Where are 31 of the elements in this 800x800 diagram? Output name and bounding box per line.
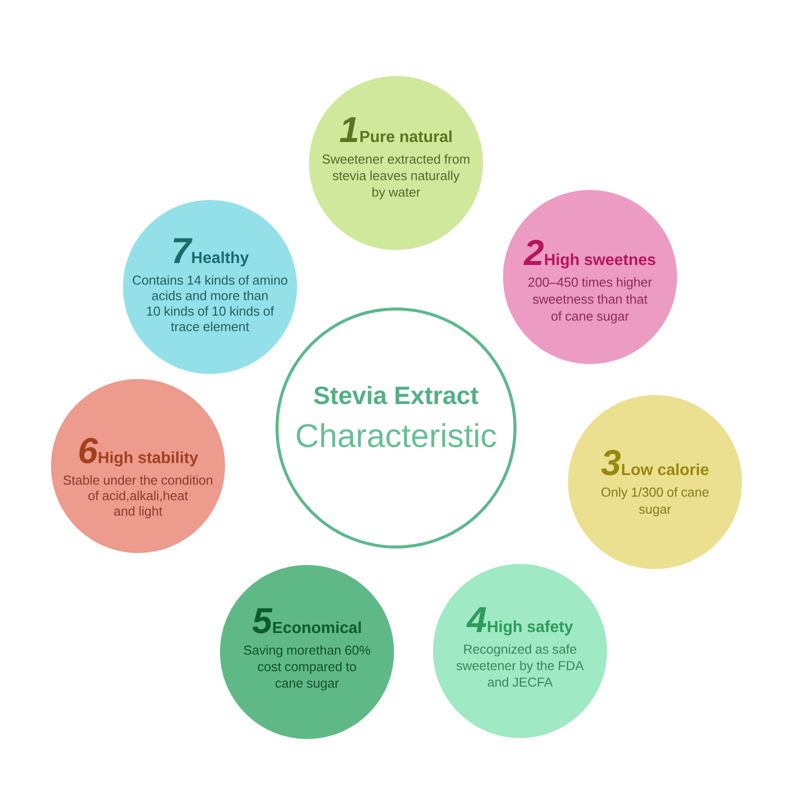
feature-circle: [433, 564, 607, 738]
feature-title: Healthy: [192, 251, 249, 266]
feature-number: 2: [523, 240, 544, 265]
center-circle: [276, 308, 516, 548]
feature-number: 3: [601, 450, 621, 476]
feature-description: Contains 14 kinds of amino acids and more than 10 kinds of 10 kinds of trace element: [132, 275, 288, 332]
feature-title: Low calorie: [622, 463, 708, 476]
feature-circle: [220, 565, 394, 739]
feature-description: Stable under the condition of acid,alkali,heat and light: [63, 475, 212, 518]
feature-circle: [503, 190, 677, 364]
feature-description: Recognized as safe sweetener by the FDA and JECFA: [456, 644, 584, 687]
feature-title: Pure natural: [360, 130, 452, 142]
feature-number: 5: [252, 608, 273, 634]
feature-description: Saving morethan 60% cost compared to cane sugar: [244, 645, 370, 690]
center-subtitle: Characteristic: [296, 423, 496, 448]
feature-circle: [568, 395, 742, 569]
feature-number: 4: [466, 607, 486, 632]
feature-circle: [123, 200, 297, 374]
feature-number: 1: [340, 117, 358, 142]
feature-description: 200–450 times higher sweetness than that of cane sugar: [528, 277, 652, 324]
feature-title: High safety: [488, 620, 574, 636]
feature-circle: [51, 379, 225, 553]
center-title: Stevia Extract: [314, 386, 478, 404]
feature-number: 6: [79, 438, 98, 464]
feature-description: Sweetener extracted from stevia leaves naturally by water: [322, 154, 470, 200]
feature-number: 7: [174, 238, 193, 263]
feature-title: High stability: [98, 451, 198, 466]
feature-description: Only 1/300 of cane sugar: [601, 487, 709, 516]
feature-title: High sweetnes: [545, 253, 656, 268]
feature-circle: [309, 76, 483, 250]
feature-title: Economical: [273, 621, 361, 634]
